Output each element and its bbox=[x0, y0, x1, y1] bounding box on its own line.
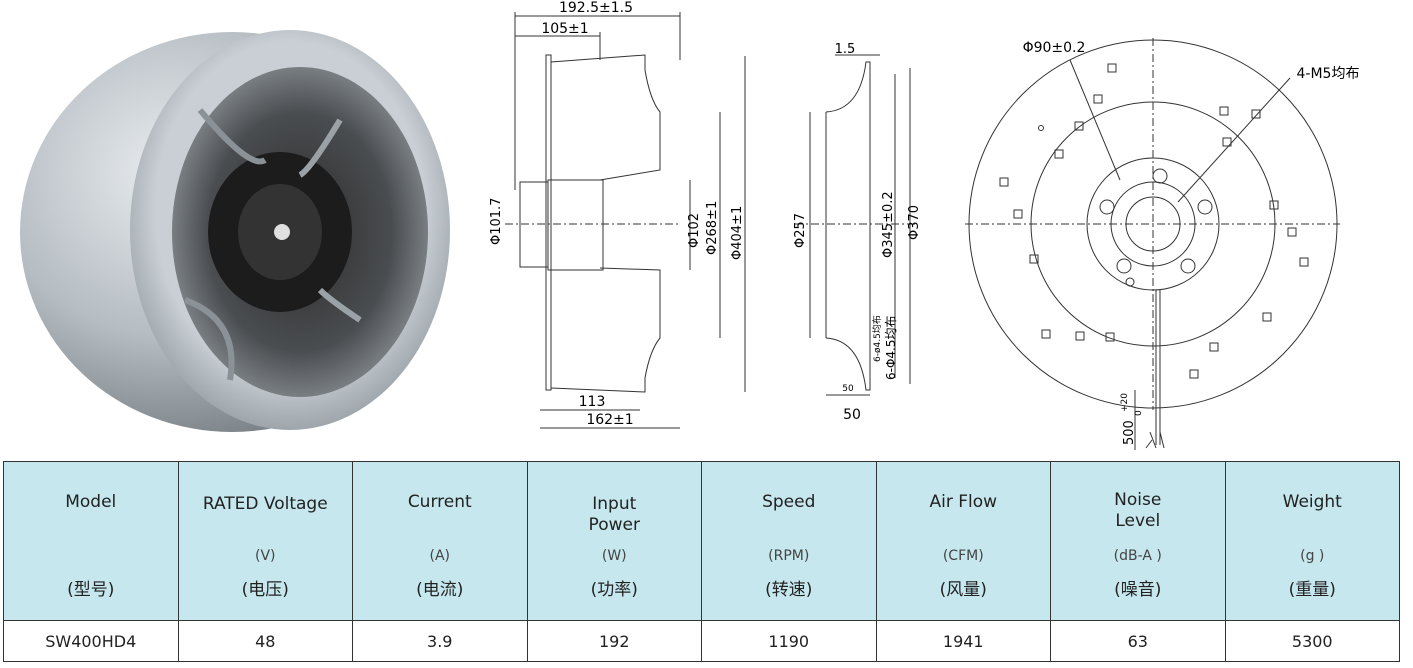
header-voltage-cn: (电压) bbox=[241, 580, 289, 600]
header-voltage-name: RATED Voltage bbox=[202, 494, 328, 514]
header-current-cn: (电流) bbox=[416, 580, 464, 600]
header-speed: Speed (RPM) (转速) bbox=[701, 461, 877, 621]
cell-speed: 1190 bbox=[701, 620, 877, 662]
dim-ring-depth-small: 50 bbox=[842, 384, 854, 394]
header-speed-unit: (RPM) bbox=[768, 548, 810, 564]
fan-product-image bbox=[20, 30, 450, 432]
header-airflow-name: Air Flow bbox=[929, 492, 998, 512]
cell-weight: 5300 bbox=[1224, 620, 1400, 662]
dim-bolt-circle: Φ345±0.2 bbox=[881, 191, 896, 258]
header-airflow: Air Flow (CFM) (风量) bbox=[875, 461, 1051, 621]
header-airflow-unit: (CFM) bbox=[942, 548, 984, 564]
dim-ring-outer-dia: Φ370 bbox=[907, 205, 922, 240]
header-model-name: Model bbox=[65, 492, 117, 512]
header-current-name: Current bbox=[407, 492, 472, 512]
figures: 192.5±1.5 105±1 Φ101.7 Φ102 Φ268±1 Φ404±… bbox=[20, 0, 1360, 450]
header-model-cn: (型号) bbox=[67, 580, 115, 600]
header-weight-unit: (g ) bbox=[1300, 548, 1325, 564]
header-current: Current (A) (电流) bbox=[352, 461, 528, 621]
cell-model: SW400HD4 bbox=[3, 620, 179, 662]
header-noise-name: Noise Level bbox=[1114, 490, 1162, 531]
header-voltage: RATED Voltage (V) (电压) bbox=[177, 461, 353, 621]
side-view-drawing bbox=[505, 12, 746, 429]
table-row: SW400HD4 48 3.9 192 1190 1941 63 5300 bbox=[3, 620, 1400, 662]
dim-cable-tol-plus: +20 bbox=[1120, 393, 1130, 412]
dim-ring-inner-dia: Φ257 bbox=[793, 213, 808, 248]
dim-outer-dia: Φ404±1 bbox=[730, 206, 745, 260]
header-airflow-cn: (风量) bbox=[939, 580, 987, 600]
header-speed-name: Speed bbox=[762, 492, 816, 512]
header-weight-cn: (重量) bbox=[1288, 580, 1336, 600]
header-speed-cn: (转速) bbox=[765, 580, 813, 600]
dim-cable-tol-minus: 0 bbox=[1134, 410, 1144, 416]
cell-power: 192 bbox=[526, 620, 702, 662]
dim-ring-depth: 50 bbox=[843, 407, 861, 423]
header-weight-name: Weight bbox=[1282, 492, 1342, 512]
dim-cable-length: 500 bbox=[1122, 420, 1137, 445]
header-power-unit: (W) bbox=[601, 548, 627, 564]
header-model: Model (型号) bbox=[3, 461, 179, 621]
dim-depth-outer: 162±1 bbox=[586, 412, 633, 428]
spec-table: Model (型号) RATED Voltage (V) (电压) Curren… bbox=[3, 461, 1400, 662]
dim-holes: 6-Φ4.5均布 bbox=[884, 316, 898, 381]
dim-flange-depth: 105±1 bbox=[541, 21, 588, 37]
cell-noise: 63 bbox=[1050, 620, 1226, 662]
dim-center-dia: Φ90±0.2 bbox=[1023, 40, 1086, 56]
table-header-row: Model (型号) RATED Voltage (V) (电压) Curren… bbox=[3, 461, 1400, 621]
dim-overall-length: 192.5±1.5 bbox=[559, 0, 633, 16]
header-noise-unit: (dB-A ) bbox=[1113, 548, 1162, 564]
inlet-ring-drawing bbox=[795, 54, 915, 396]
cell-voltage: 48 bbox=[177, 620, 353, 662]
header-power-cn: (功率) bbox=[590, 580, 638, 600]
header-voltage-unit: (V) bbox=[254, 548, 276, 564]
dim-threads: 4-M5均布 bbox=[1297, 66, 1360, 82]
mounting-holes bbox=[999, 63, 1309, 379]
dim-motor-dia: Φ101.7 bbox=[489, 198, 504, 245]
dim-holes-small: 6-ø4.5均布 bbox=[871, 315, 883, 362]
dim-ring-thickness: 1.5 bbox=[835, 42, 856, 57]
header-power-name: Input Power bbox=[588, 494, 640, 535]
header-noise: Noise Level (dB-A ) (噪音) bbox=[1050, 461, 1226, 621]
dim-inlet-dia: Φ268±1 bbox=[705, 201, 720, 255]
header-power: Input Power (W) (功率) bbox=[526, 461, 702, 621]
cell-current: 3.9 bbox=[352, 620, 528, 662]
dim-depth-inner: 113 bbox=[579, 394, 606, 410]
header-weight: Weight (g ) (重量) bbox=[1224, 461, 1400, 621]
cell-airflow: 1941 bbox=[875, 620, 1051, 662]
front-view-drawing bbox=[965, 38, 1340, 450]
header-current-unit: (A) bbox=[429, 548, 450, 564]
dim-hub-dia: Φ102 bbox=[687, 213, 702, 248]
header-noise-cn: (噪音) bbox=[1114, 580, 1162, 600]
